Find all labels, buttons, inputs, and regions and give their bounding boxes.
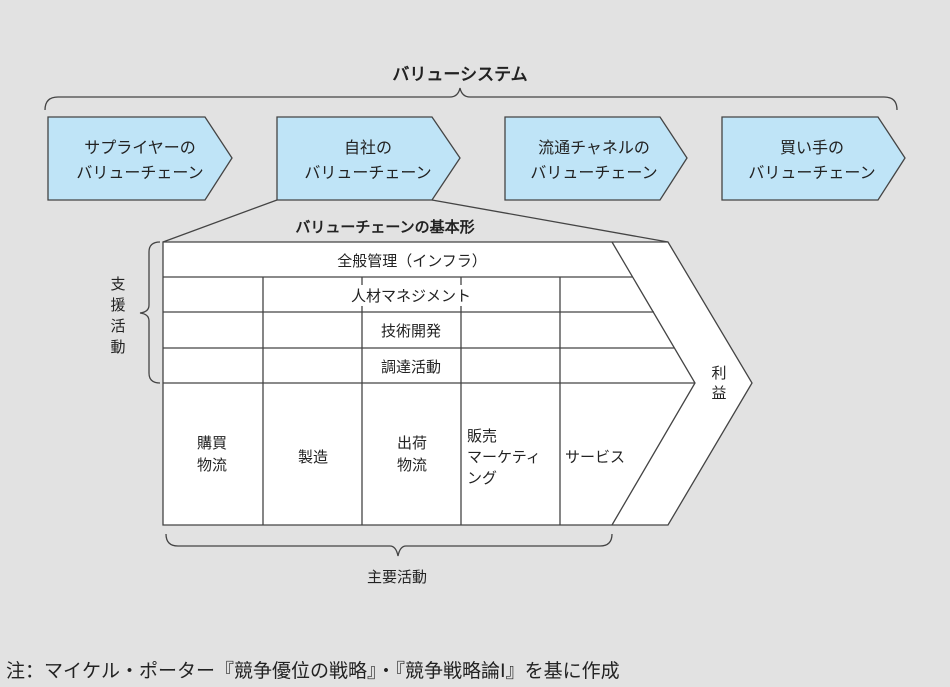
primary-operations: 製造 — [298, 448, 328, 466]
chain-buyer: 買い手の バリューチェーン — [721, 116, 906, 201]
subtitle: バリューチェーンの基本形 — [295, 218, 474, 236]
primary-inbound-1: 購買 — [197, 434, 227, 452]
support-procurement: 調達活動 — [381, 358, 441, 376]
margin-label-2: 益 — [711, 384, 726, 402]
margin-label-1: 利 — [711, 364, 726, 382]
expand-line-right — [431, 199, 669, 243]
primary-outbound-2: 物流 — [397, 456, 427, 474]
chain-label-line1: 自社の — [344, 138, 392, 157]
primary-inbound-2: 物流 — [197, 456, 227, 474]
diagram-title: バリューシステム — [392, 65, 527, 85]
support-infrastructure: 全般管理（インフラ） — [337, 252, 487, 270]
support-label-4: 動 — [110, 338, 125, 356]
chain-channel: 流通チャネルの バリューチェーン — [504, 116, 688, 201]
chain-label-line2: バリューチェーン — [748, 163, 875, 182]
chain-label-line1: 流通チャネルの — [538, 138, 650, 157]
support-label-1: 支 — [110, 275, 125, 293]
chain-label-line2: バリューチェーン — [76, 163, 203, 182]
support-technology: 技術開発 — [381, 322, 441, 340]
primary-outbound-1: 出荷 — [397, 434, 427, 452]
chain-label-line1: 買い手の — [780, 138, 844, 157]
support-label-2: 援 — [110, 296, 125, 314]
primary-brace — [165, 533, 613, 557]
chain-supplier: サプライヤーの バリューチェーン — [47, 116, 233, 201]
primary-service: サービス — [565, 448, 625, 466]
chain-label-line1: サプライヤーの — [84, 138, 196, 157]
primary-marketing-3: ング — [467, 469, 497, 487]
footnote: 注：マイケル・ポーター『競争優位の戦略』・『競争戦略論Ⅰ』を基に作成 — [6, 660, 620, 682]
chain-label-line2: バリューチェーン — [530, 163, 657, 182]
support-label-3: 活 — [110, 317, 125, 335]
label-bg — [316, 286, 506, 306]
chain-own-company: 自社の バリューチェーン — [276, 116, 461, 201]
value-system-brace — [44, 87, 898, 111]
support-hr: 人材マネジメント — [351, 287, 471, 305]
primary-marketing-2: マーケティ — [467, 448, 541, 466]
support-brace — [139, 241, 161, 384]
primary-marketing-1: 販売 — [467, 427, 497, 445]
chain-label-line2: バリューチェーン — [304, 163, 431, 182]
expand-line-left — [162, 199, 278, 243]
primary-label: 主要活動 — [367, 568, 427, 586]
